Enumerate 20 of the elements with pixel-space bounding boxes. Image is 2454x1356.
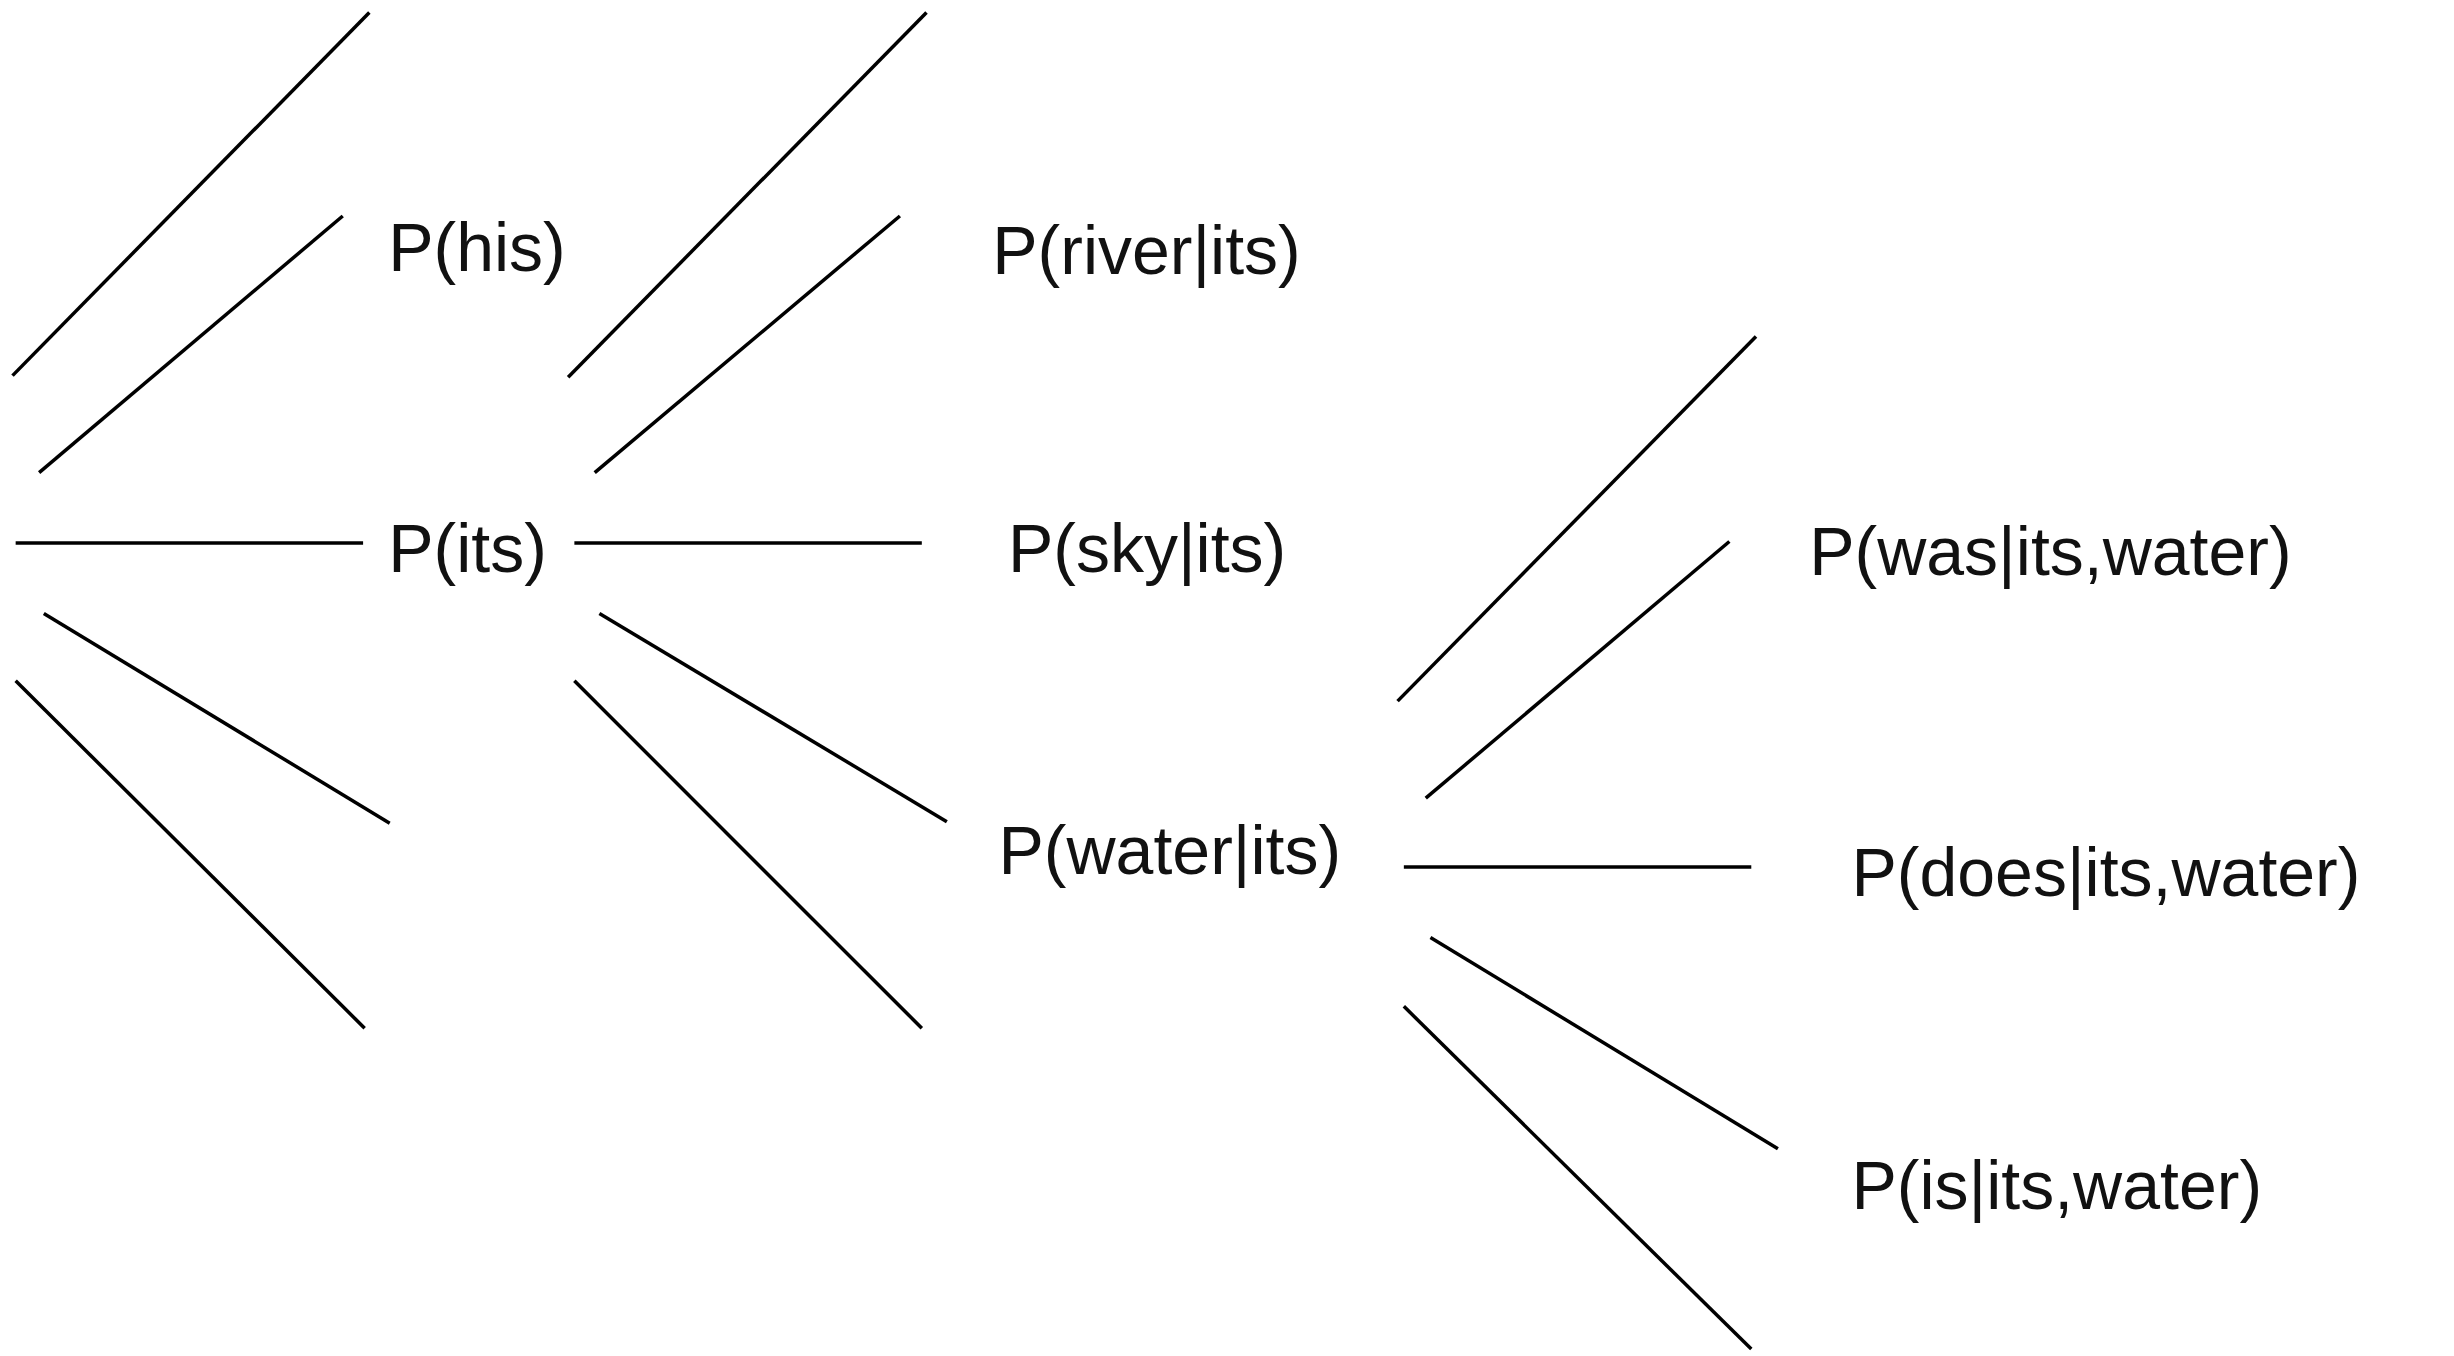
- probability-label: P(water|its): [998, 812, 1342, 888]
- probability-label: P(sky|its): [1007, 510, 1287, 586]
- probability-label: P(river|its): [992, 213, 1301, 288]
- branch-line: [593, 214, 902, 474]
- branch-line: [1429, 935, 1779, 1151]
- branch-line: [1424, 540, 1731, 800]
- branch-line: [1403, 865, 1752, 869]
- branch-line: [1402, 1005, 1753, 1351]
- branch-line: [598, 612, 948, 824]
- branch-line: [574, 541, 922, 545]
- probability-label: P(does|its,water): [1851, 834, 2361, 910]
- branch-line: [566, 11, 928, 379]
- probability-label: P(his): [388, 209, 566, 285]
- branch-line: [38, 214, 344, 474]
- branch-line: [1396, 335, 1758, 703]
- branch-line: [15, 541, 364, 545]
- probability-label: P(is|its,water): [1851, 1147, 2263, 1223]
- probability-label: P(its): [388, 510, 547, 586]
- branch-line: [573, 679, 924, 1030]
- probability-label: P(was|its,water): [1809, 513, 2292, 589]
